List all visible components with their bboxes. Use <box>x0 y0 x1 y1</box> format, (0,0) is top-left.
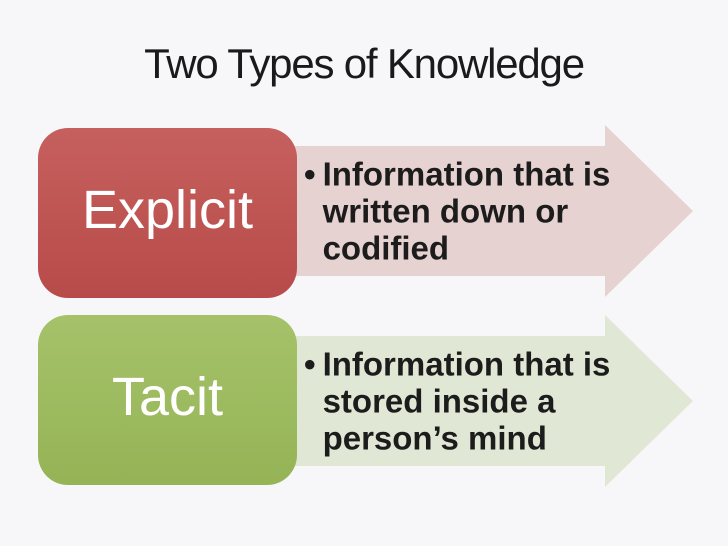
explicit-description: Information that is written down or codi… <box>322 155 611 267</box>
bullet-icon: • <box>304 155 316 193</box>
explicit-arrow-shape: • Information that is written down or co… <box>290 125 693 297</box>
explicit-box-label: Explicit <box>81 180 254 240</box>
slide-title: Two Types of Knowledge <box>144 40 585 87</box>
tacit-bullet-text: • Information that is stored inside a pe… <box>304 346 624 457</box>
tacit-description: Information that is stored inside a pers… <box>322 345 611 457</box>
bullet-icon: • <box>304 345 316 383</box>
tacit-box-label: Tacit <box>111 367 224 427</box>
tacit-box: Tacit <box>38 315 297 485</box>
explicit-bullet-text: • Information that is written down or co… <box>304 156 624 267</box>
tacit-arrow-shape: • Information that is stored inside a pe… <box>290 315 693 487</box>
explicit-box: Explicit <box>38 128 297 298</box>
